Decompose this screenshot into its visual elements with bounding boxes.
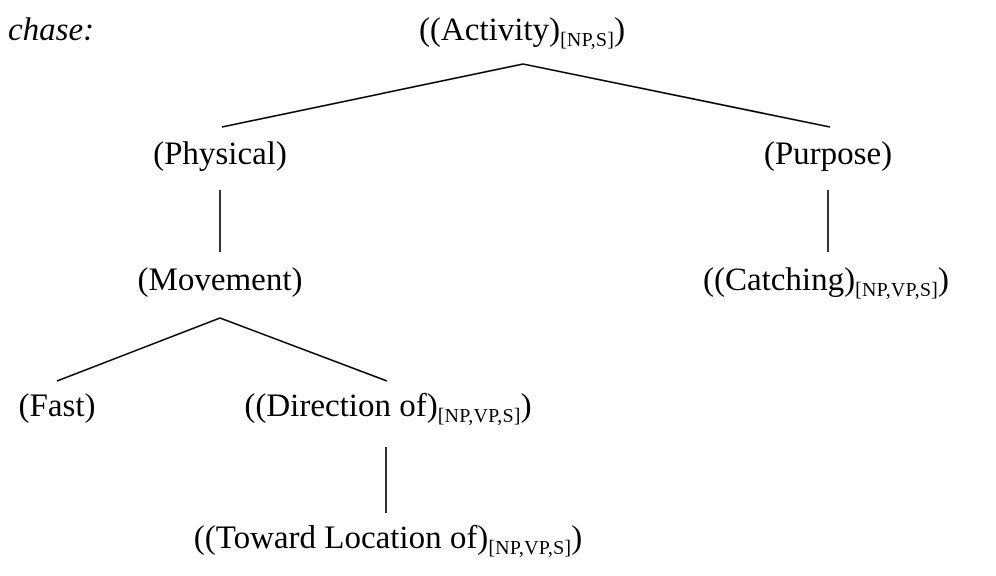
- tree-node-purpose: (Purpose): [764, 138, 892, 171]
- tree-node-fast: (Fast): [19, 390, 96, 423]
- tree-edge-activity-physical: [221, 63, 524, 128]
- tree-node-subscript: [NP,VP,S]: [488, 537, 572, 559]
- tree-node-close-paren: ): [520, 388, 532, 424]
- tree-node-physical: (Physical): [153, 138, 287, 171]
- tree-node-subscript: [NP,VP,S]: [855, 279, 939, 301]
- tree-node-label: (Fast): [18, 388, 96, 424]
- tree-node-close-paren: ): [938, 262, 950, 298]
- tree-node-label: (Purpose): [763, 136, 893, 172]
- tree-node-label: ((Direction of): [244, 388, 438, 424]
- tree-node-direction-of: ((Direction of)[NP,VP,S]): [244, 388, 532, 427]
- tree-node-label: ((Catching): [702, 262, 856, 298]
- gloss-label: chase:: [8, 12, 95, 48]
- tree-node-subscript: [NP,S]: [560, 29, 615, 51]
- tree-node-close-paren: ): [571, 520, 583, 556]
- tree-node-activity: ((Activity)[NP,S]): [418, 12, 626, 51]
- tree-node-label: ((Activity): [418, 12, 561, 48]
- tree-node-toward-location-of: ((Toward Location of)[NP,VP,S]): [193, 520, 583, 559]
- tree-edge-movement-direction: [219, 317, 388, 382]
- tree-node-label: ((Toward Location of): [193, 520, 489, 556]
- tree-node-subscript: [NP,VP,S]: [437, 405, 521, 427]
- tree-node-label: (Movement): [137, 262, 303, 298]
- tree-edge-activity-purpose: [522, 63, 831, 128]
- tree-node-movement: (Movement): [138, 264, 303, 297]
- tree-node-label: (Physical): [153, 136, 287, 172]
- tree-node-catching: ((Catching)[NP,VP,S]): [702, 262, 950, 301]
- tree-node-close-paren: ): [614, 12, 626, 48]
- tree-edge-movement-fast: [56, 317, 221, 382]
